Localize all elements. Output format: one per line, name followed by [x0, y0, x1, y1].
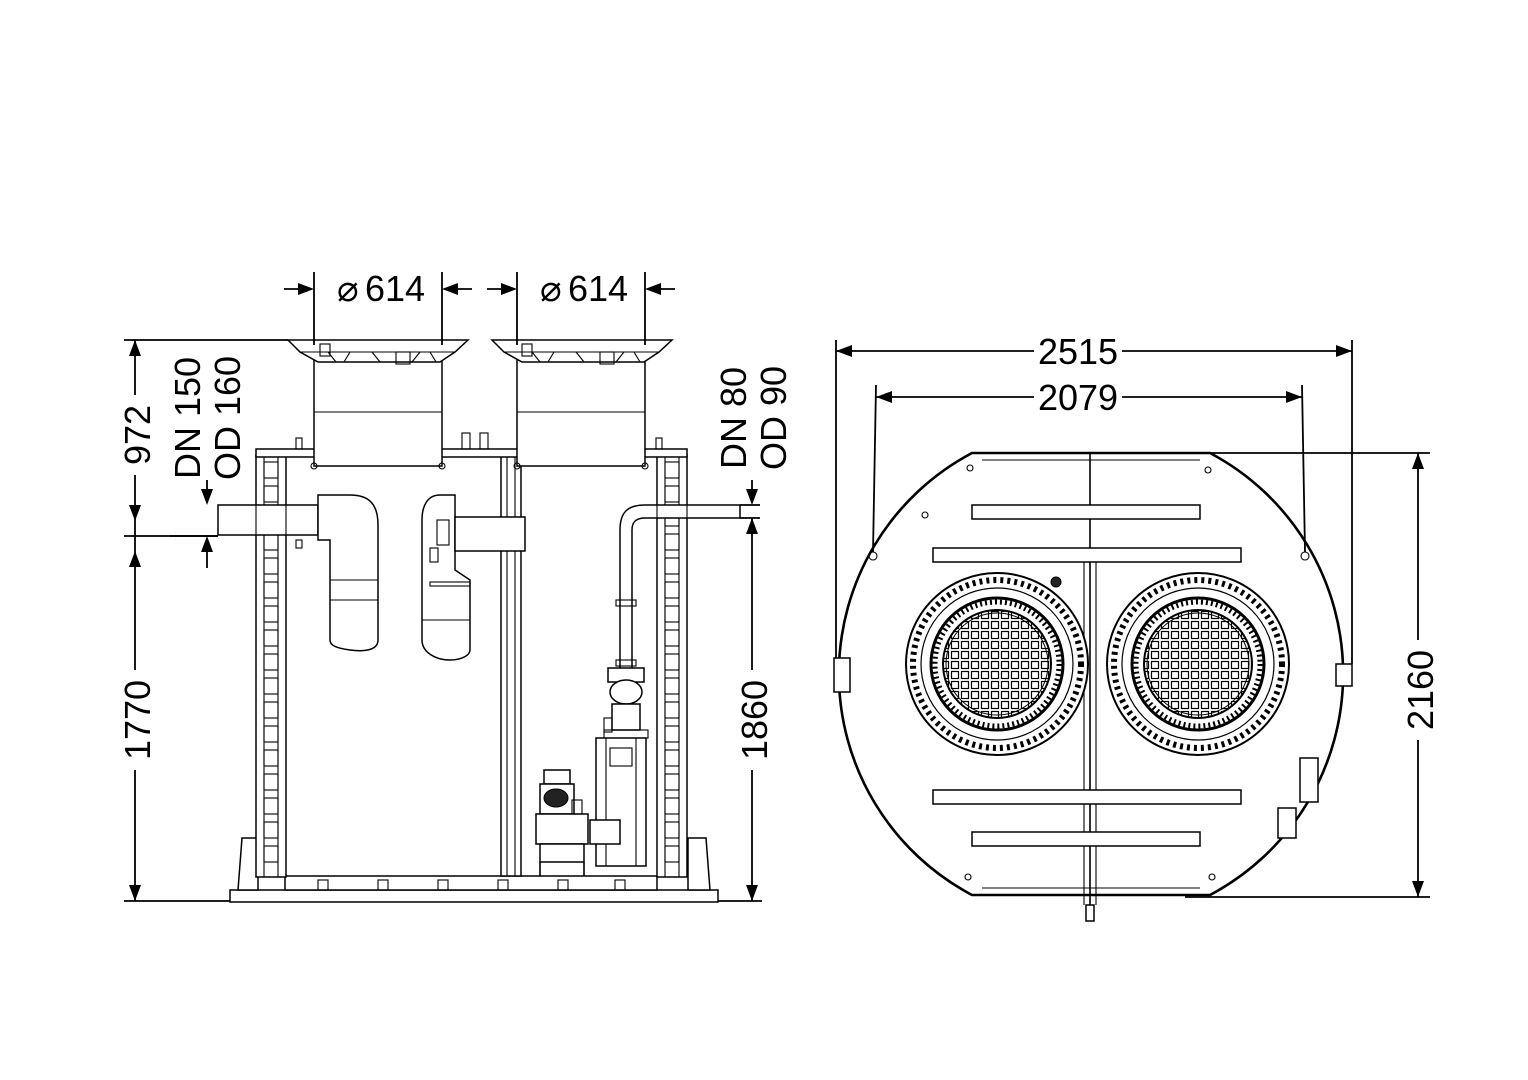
width-2515-label: 2515 [1038, 331, 1118, 372]
pump-guide-rails [589, 737, 647, 867]
wall-rib [263, 557, 279, 575]
wall-rib [263, 629, 279, 647]
inlet-size-callout: DN 150 OD 160 [167, 356, 248, 568]
wall-rib [263, 605, 279, 623]
wall-rib [263, 581, 279, 599]
dia-left-label: 614 [365, 268, 425, 309]
wall-rib [263, 725, 279, 743]
height-1860-label: 1860 [734, 680, 775, 760]
wall-rib [263, 797, 279, 815]
height-2160-label: 2160 [1400, 650, 1441, 730]
wall-rib [664, 533, 680, 551]
dimension-height-2160: 2160 [1185, 452, 1441, 898]
wall-rib [664, 821, 680, 839]
top-view-ribs [932, 504, 1242, 847]
outlet-od-label: OD 90 [753, 366, 794, 470]
wall-rib [263, 677, 279, 695]
wall-rib [263, 749, 279, 767]
side-view: ⌀ 614 ⌀ 614 972 1770 [117, 268, 794, 903]
manhole-cover-left [905, 572, 1089, 756]
wall-rib [664, 605, 680, 623]
inlet-od-label: OD 160 [207, 356, 248, 480]
dimension-width-2515: 2515 [835, 331, 1353, 664]
vent-port [1050, 576, 1062, 588]
dimension-dia-right: ⌀ 614 [487, 268, 675, 345]
wall-rib [664, 797, 680, 815]
wall-rib [664, 557, 680, 575]
outlet-stub-2 [1277, 807, 1297, 839]
dia-right-symbol: ⌀ [540, 268, 562, 309]
wall-rib [664, 629, 680, 647]
right-wall-ribs [664, 461, 680, 863]
outlet-size-callout: DN 80 OD 90 [713, 366, 794, 519]
wall-rib [664, 749, 680, 767]
right-riser-shaft [490, 339, 674, 470]
left-riser-shaft [286, 339, 470, 470]
dimension-right-vertical: 1860 [718, 518, 775, 902]
tank-outline [837, 451, 1345, 897]
outlet-dn-label: DN 80 [713, 367, 754, 469]
dimension-dia-left: ⌀ 614 [284, 268, 472, 345]
wall-rib [263, 485, 279, 503]
partition-wall [500, 454, 522, 877]
wall-rib [664, 485, 680, 503]
wall-rib [263, 461, 279, 479]
wall-rib [664, 653, 680, 671]
wall-rib [664, 701, 680, 719]
width-2079-label: 2079 [1038, 377, 1118, 418]
outlet-stub-1 [1299, 757, 1319, 803]
dia-left-symbol: ⌀ [337, 268, 359, 309]
inlet-dn-label: DN 150 [167, 357, 208, 479]
inlet-pipe [217, 494, 379, 652]
wall-rib [664, 677, 680, 695]
wall-rib [664, 725, 680, 743]
transfer-tee [421, 494, 526, 661]
dia-right-label: 614 [568, 268, 628, 309]
right-lug [1335, 663, 1353, 687]
wall-rib [664, 461, 680, 479]
dimension-left-vertical: 972 1770 [117, 339, 288, 902]
top-view: 2515 2079 2160 [833, 331, 1441, 922]
submersible-pump [535, 769, 589, 876]
left-lug [833, 657, 851, 693]
wall-rib [664, 845, 680, 863]
dimension-width-2079: 2079 [872, 377, 1306, 553]
wall-rib [263, 821, 279, 839]
tank-top-slab [255, 432, 688, 458]
manhole-cover-right [1106, 572, 1290, 756]
wall-rib [263, 701, 279, 719]
height-972-label: 972 [117, 405, 158, 465]
wall-rib [664, 773, 680, 791]
wall-rib [263, 773, 279, 791]
wall-rib [263, 653, 279, 671]
height-1770-label: 1770 [117, 680, 158, 760]
wall-rib [664, 581, 680, 599]
wall-rib [263, 845, 279, 863]
check-valve [603, 667, 649, 739]
